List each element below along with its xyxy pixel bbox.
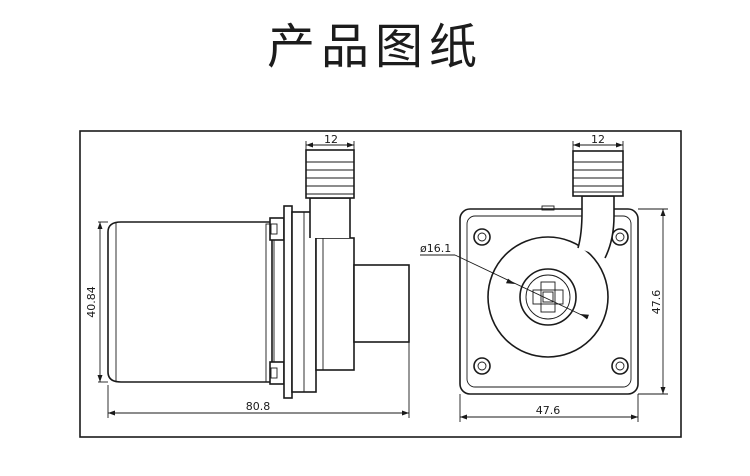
- inlet-nozzle: [353, 264, 410, 343]
- motor-body: [107, 221, 273, 383]
- dim-side-height: 40.84: [85, 286, 98, 318]
- mount-holes: [473, 228, 629, 375]
- outlet-hose-barb: [305, 149, 355, 199]
- dim-side-length: 80.8: [246, 400, 271, 413]
- drawing-frame: [79, 130, 682, 438]
- outlet-pipe: [309, 197, 351, 238]
- volute-housing: [487, 236, 609, 358]
- inlet-port: [519, 268, 577, 326]
- front-view: 12 ø16.1 47.6 47.6: [420, 133, 668, 422]
- dim-side-outlet-width: 12: [324, 133, 338, 146]
- dim-front-outlet-width: 12: [591, 133, 605, 146]
- side-view: 12 40.84 80.8: [85, 133, 410, 418]
- dim-front-height: 47.6: [650, 290, 663, 315]
- front-hose-barb: [572, 150, 624, 197]
- dim-front-width: 47.6: [536, 404, 561, 417]
- page-title: 产品图纸: [266, 19, 483, 75]
- front-outlet-pipe: [577, 195, 615, 259]
- pump-housing: [315, 237, 355, 371]
- dim-inlet-diameter: ø16.1: [420, 242, 451, 255]
- flange-outer: [283, 205, 293, 399]
